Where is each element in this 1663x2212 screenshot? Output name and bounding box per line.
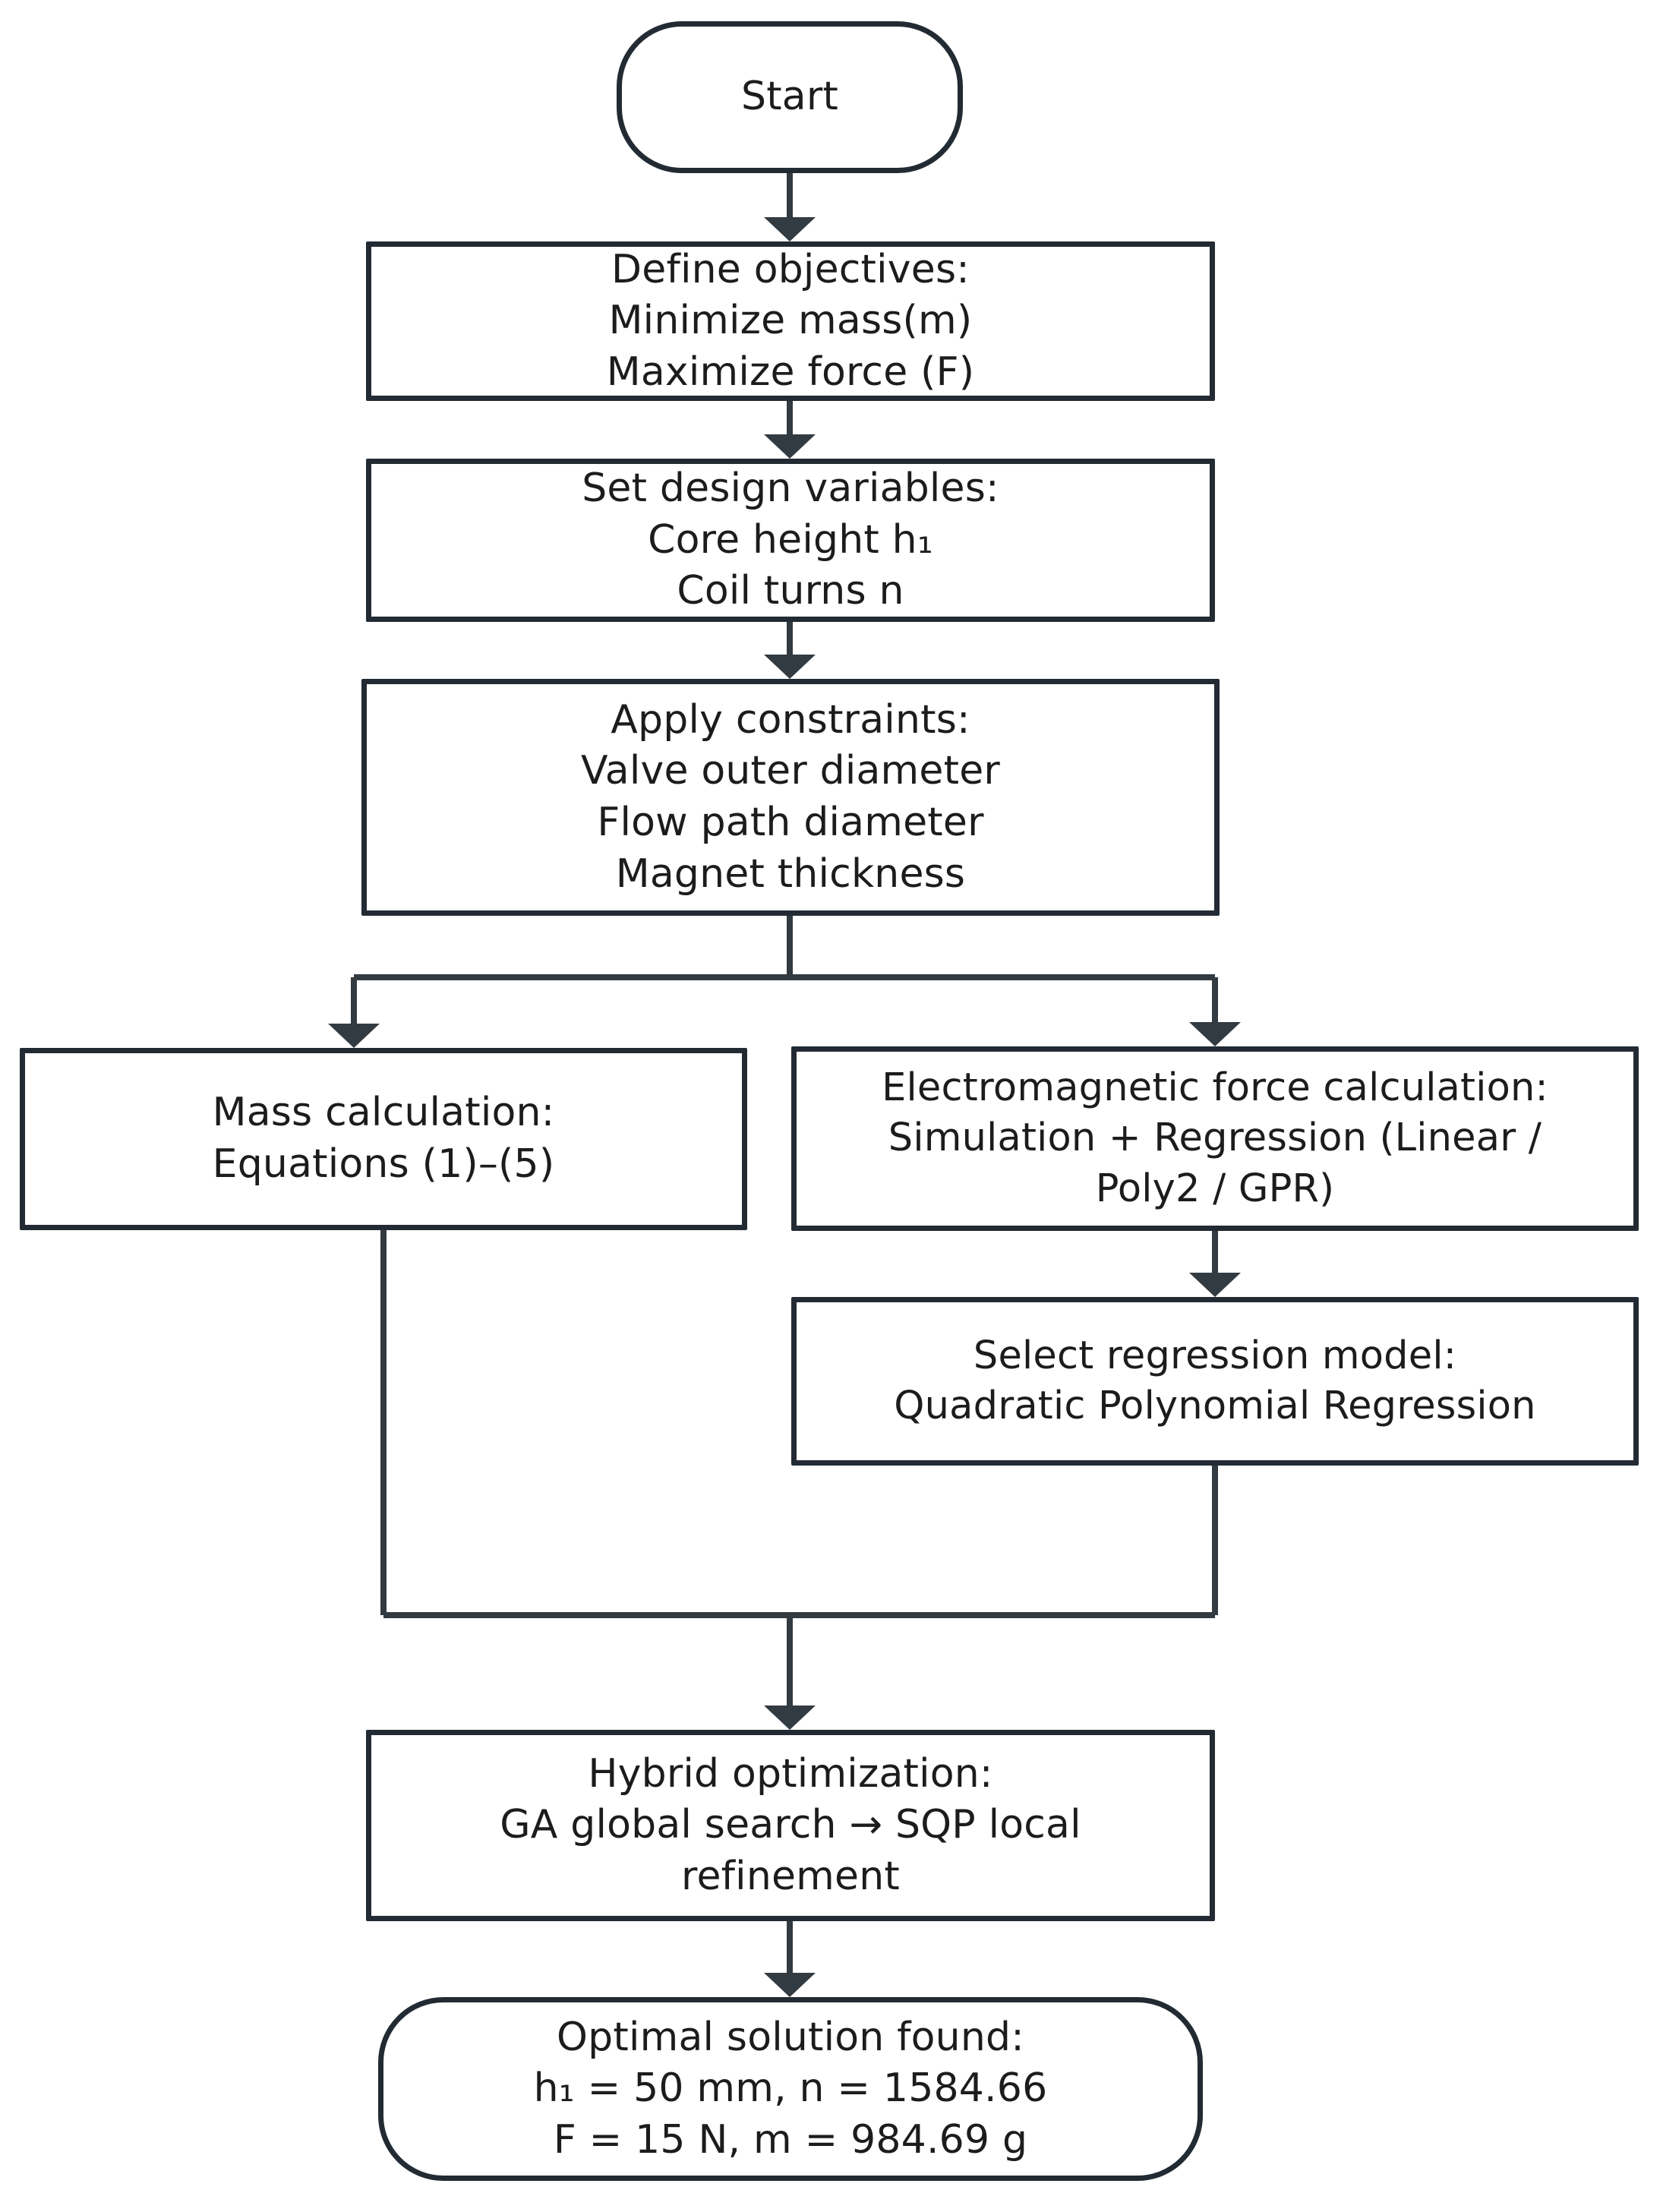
edge-fork-to-emforce [1189, 977, 1241, 1046]
node-define-objectives-label: Define objectives: Minimize mass(m) Maxi… [606, 246, 975, 395]
node-optimal-solution-found[interactable]: Optimal solution found: h₁ = 50 mm, n = … [378, 1997, 1203, 2181]
edge-constraints-fork [354, 916, 1215, 980]
node-select-regression-model-label: Select regression model: Quadratic Polyn… [894, 1333, 1536, 1428]
node-electromagnetic-force-calculation-label: Electromagnetic force calculation: Simul… [882, 1065, 1548, 1211]
edge-hybrid-to-optimal [764, 1921, 816, 1997]
node-start-label: Start [740, 74, 839, 120]
node-mass-calculation-label: Mass calculation: Equations (1)–(5) [212, 1090, 555, 1187]
node-set-design-variables-label: Set design variables: Core height h₁ Coi… [582, 465, 999, 614]
node-electromagnetic-force-calculation[interactable]: Electromagnetic force calculation: Simul… [791, 1046, 1639, 1231]
node-optimal-solution-found-label: Optimal solution found: h₁ = 50 mm, n = … [533, 2014, 1048, 2163]
edge-merge-to-hybrid [764, 1615, 816, 1730]
node-select-regression-model[interactable]: Select regression model: Quadratic Polyn… [791, 1297, 1639, 1466]
edge-emforce-to-regmodel [1189, 1231, 1241, 1297]
node-hybrid-optimization-label: Hybrid optimization: GA global search → … [500, 1750, 1081, 1899]
node-set-design-variables[interactable]: Set design variables: Core height h₁ Coi… [366, 459, 1215, 622]
node-mass-calculation[interactable]: Mass calculation: Equations (1)–(5) [20, 1048, 747, 1230]
node-start[interactable]: Start [617, 21, 963, 173]
edge-objectives-to-variables [764, 401, 816, 459]
node-apply-constraints-label: Apply constraints: Valve outer diameter … [581, 696, 1000, 897]
node-define-objectives[interactable]: Define objectives: Minimize mass(m) Maxi… [366, 241, 1215, 401]
edge-variables-to-constraints [764, 622, 816, 679]
node-apply-constraints[interactable]: Apply constraints: Valve outer diameter … [361, 679, 1220, 916]
node-hybrid-optimization[interactable]: Hybrid optimization: GA global search → … [366, 1730, 1215, 1921]
edge-fork-to-mass [328, 977, 380, 1048]
edge-start-to-objectives [764, 173, 816, 241]
